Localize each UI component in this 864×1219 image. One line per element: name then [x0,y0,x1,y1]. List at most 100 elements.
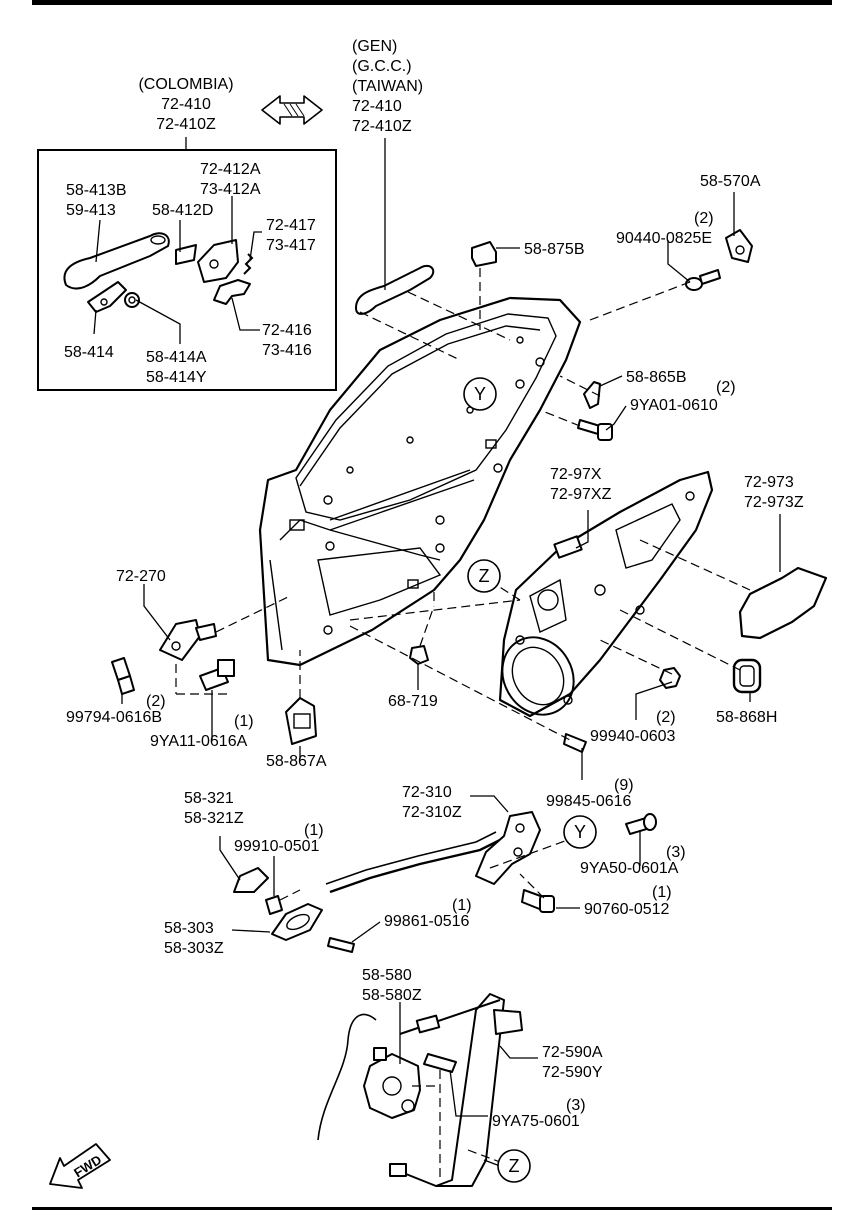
svg-text:72-270: 72-270 [116,568,166,585]
svg-text:90440-0825E: 90440-0825E [616,230,712,247]
svg-text:72-590A: 72-590A [542,1044,603,1061]
svg-text:58-303Z: 58-303Z [164,940,224,957]
label-58-875b: 58-875B [524,241,585,258]
bottom-border [32,1207,832,1210]
bolt-90760 [521,889,555,913]
fwd-arrow-icon: FWD [49,1143,111,1189]
svg-text:72-310Z: 72-310Z [402,804,462,821]
inner-handle-58-321 [233,867,269,893]
svg-text:(2): (2) [146,693,166,710]
svg-text:58-580Z: 58-580Z [362,987,422,1004]
bolt-9ya11 [199,659,235,691]
label-58-321: 58-321 58-321Z [184,790,244,827]
svg-text:99845-0616: 99845-0616 [546,793,632,810]
svg-text:73-417: 73-417 [266,237,316,254]
label-9ya50: (3) 9YA50-0601A [580,844,686,877]
label-90440: (2) 90440-0825E [616,210,714,247]
label-99910: (1) 99910-0501 [234,822,324,855]
svg-text:73-412A: 73-412A [200,181,261,198]
svg-text:72-410Z: 72-410Z [352,118,412,135]
bracket-72-416 [213,279,251,305]
svg-text:58-414Y: 58-414Y [146,369,207,386]
bolt-9ya75 [423,1053,457,1073]
bolt-90440 [685,269,721,291]
svg-text:9YA50-0601A: 9YA50-0601A [580,860,679,877]
svg-text:(2): (2) [694,210,714,227]
striker-58-570a [725,229,753,263]
leader-lines [93,137,781,1167]
label-58-580: 58-580 58-580Z [362,967,422,1004]
marker-y-door: Y [463,377,497,411]
label-58-868h: 58-868H [716,709,777,726]
svg-text:72-417: 72-417 [266,217,316,234]
svg-text:(1): (1) [652,884,672,901]
label-72-416: 72-416 73-416 [262,322,312,359]
label-99861: (1) 99861-0516 [384,897,472,930]
label-58-412d: 58-412D [152,202,213,219]
svg-text:58-580: 58-580 [362,967,412,984]
svg-text:(2): (2) [716,379,736,396]
svg-text:58-413B: 58-413B [66,182,127,199]
grommet-58-868h [732,658,762,694]
nut-99940 [659,667,681,689]
svg-text:72-97XZ: 72-97XZ [550,486,612,503]
hinge-58-867a [285,697,317,745]
svg-text:90760-0512: 90760-0512 [584,901,670,918]
svg-text:99910-0501: 99910-0501 [234,838,320,855]
svg-text:(G.C.C.): (G.C.C.) [352,58,412,75]
svg-text:72-416: 72-416 [262,322,312,339]
svg-text:(1): (1) [304,822,324,839]
motor-58-580 [363,1047,421,1119]
bolt-99794 [111,657,135,695]
svg-text:(GEN): (GEN) [352,38,397,55]
svg-text:72-410: 72-410 [352,98,402,115]
label-72-97x: 72-97X 72-97XZ [550,466,612,503]
label-58-570a: 58-570A [700,173,761,190]
svg-text:59-413: 59-413 [66,202,116,219]
marker-z-module-text: Z [479,566,490,586]
svg-text:72-412A: 72-412A [200,161,261,178]
svg-text:(2): (2) [656,709,676,726]
label-72-412a: 72-412A 73-412A [200,161,261,198]
marker-z-regulator: Z [497,1149,531,1183]
svg-text:72-410: 72-410 [161,96,211,113]
nut-58-414a [124,292,140,308]
label-99845: (9) 99845-0616 [546,777,634,810]
svg-text:73-416: 73-416 [262,342,312,359]
screw-99845 [563,733,587,753]
label-72-310: 72-310 72-310Z [402,784,462,821]
marker-y-latch: Y [563,815,597,849]
window-regulator-72-590a [317,993,523,1187]
label-58-865b: 58-865B [626,369,687,386]
label-58-414: 58-414 [64,344,114,361]
svg-text:9YA11-0616A: 9YA11-0616A [150,733,248,750]
handle-cover-72-412a [197,239,239,283]
label-58-867a: 58-867A [266,753,327,770]
svg-text:58-412D: 58-412D [152,202,213,219]
svg-text:(COLOMBIA): (COLOMBIA) [138,76,233,93]
label-9ya75: (3) 9YA75-0601 [492,1097,586,1130]
outer-handle-58-413b [63,232,170,290]
label-68-719: 68-719 [388,693,438,710]
svg-text:72-973Z: 72-973Z [744,494,804,511]
label-colombia: (COLOMBIA) 72-410 72-410Z [138,76,233,133]
svg-text:58-865B: 58-865B [626,369,687,386]
svg-text:68-719: 68-719 [388,693,438,710]
interchange-arrow-icon [261,95,323,125]
label-90760: (1) 90760-0512 [584,884,672,918]
door-check-72-270 [159,619,217,661]
svg-text:(3): (3) [666,844,686,861]
plug-58-865b [583,381,601,409]
svg-text:72-410Z: 72-410Z [156,116,216,133]
label-72-417: 72-417 73-417 [266,217,316,254]
colombia-inset-box [37,149,337,391]
label-58-413b: 58-413B 59-413 [66,182,127,219]
label-72-590a: 72-590A 72-590Y [542,1044,603,1081]
screw-99861 [327,937,355,953]
svg-text:72-973: 72-973 [744,474,794,491]
svg-text:72-97X: 72-97X [550,466,602,483]
clip-58-875b [471,241,497,267]
svg-text:58-570A: 58-570A [700,173,761,190]
